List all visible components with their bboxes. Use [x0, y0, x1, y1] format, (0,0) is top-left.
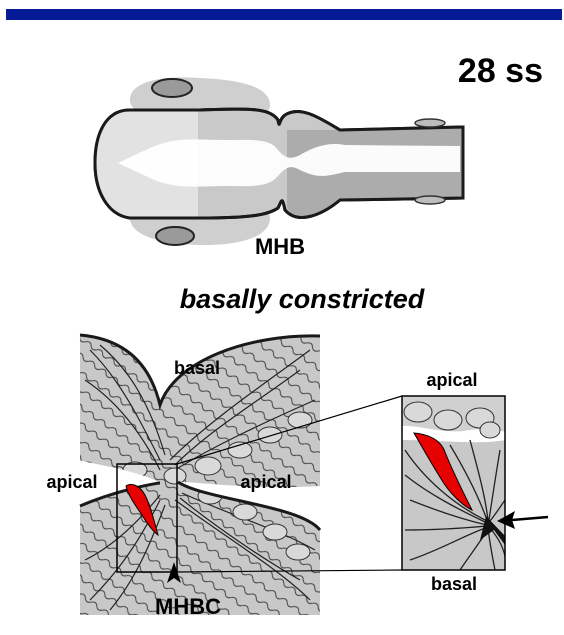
- eye-lower: [156, 227, 194, 245]
- condition-label: basally constricted: [180, 284, 425, 314]
- figure-panel: 28 ss MHB basally constricted: [6, 20, 562, 632]
- brain-schematic: [95, 77, 463, 245]
- stage-label: 28 ss: [458, 52, 543, 90]
- ear-upper: [415, 119, 445, 127]
- mhbc-label: MHBC: [155, 594, 221, 619]
- basal-label: basal: [174, 358, 220, 378]
- inset-basal-label: basal: [431, 574, 477, 594]
- zoom-inset: [402, 396, 548, 570]
- top-bar-fill: [6, 9, 562, 20]
- apical-left-label: apical: [46, 472, 97, 492]
- inset-apical-label: apical: [426, 370, 477, 390]
- arrow-shaft: [512, 517, 548, 520]
- apical-right-label: apical: [240, 472, 291, 492]
- ear-lower: [415, 196, 445, 204]
- mhb-label: MHB: [255, 234, 305, 259]
- top-accent-bar: [6, 9, 562, 20]
- eye-upper: [152, 79, 192, 97]
